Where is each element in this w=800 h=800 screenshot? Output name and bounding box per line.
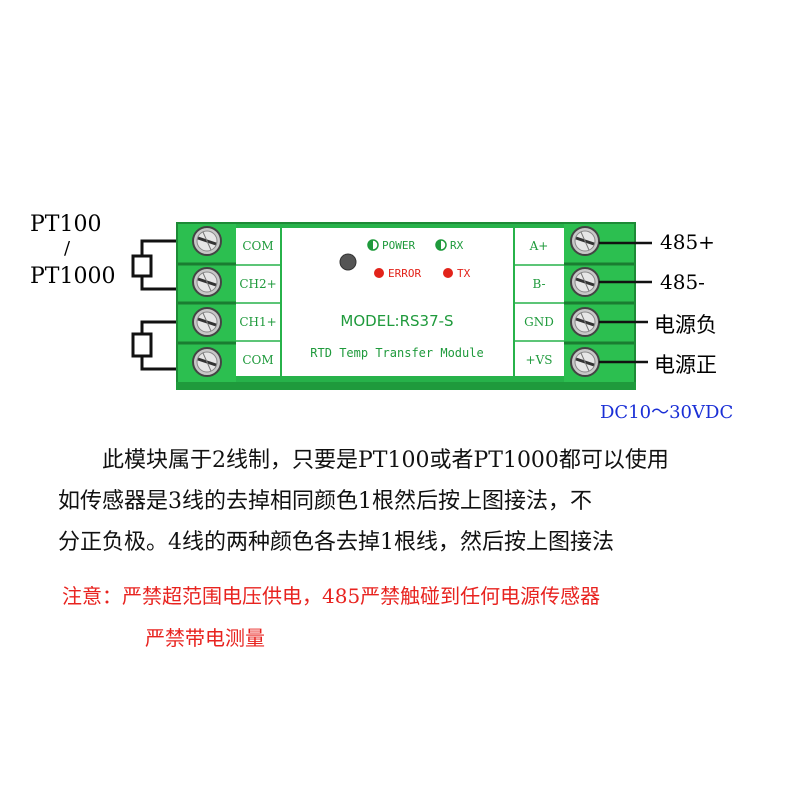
right-terminal-2: B-	[532, 277, 545, 291]
warning-line-1: 注意：严禁超范围电压供电，485严禁触碰到任何电源传感器	[62, 584, 601, 608]
tx-label: TX	[457, 267, 471, 280]
right-terminal-3: GND	[524, 315, 554, 329]
left-terminal-2: CH2+	[239, 277, 276, 291]
right-screws	[570, 226, 600, 377]
wire-label-485-minus: 485-	[660, 270, 705, 294]
left-screws	[192, 226, 222, 377]
error-led-icon	[374, 268, 384, 278]
sensor-wiring-top	[131, 239, 190, 291]
module-name: RTD Temp Transfer Module	[310, 346, 483, 360]
description-line-3: 分正负极。4线的两种颜色各去掉1根线，然后按上图接法	[58, 530, 614, 555]
sensor-label-top: PT100	[30, 212, 102, 237]
wire-label-485-plus: 485+	[660, 230, 715, 254]
power-label: POWER	[382, 239, 415, 252]
right-terminal-4: +VS	[526, 353, 553, 367]
output-wires	[599, 241, 652, 364]
rx-label: RX	[450, 239, 464, 252]
wire-label-power-negative: 电源负	[654, 313, 717, 337]
wiring-diagram: COM CH2+ CH1+ COM A+ B- GND +VS POWER RX…	[131, 222, 652, 390]
power-led-icon	[367, 239, 379, 251]
rx-led-icon	[435, 239, 447, 251]
tx-led-icon	[443, 268, 453, 278]
warning-line-2: 严禁带电测量	[145, 626, 265, 650]
supply-voltage: DC10～30VDC	[600, 402, 734, 423]
wire-label-power-positive: 电源正	[654, 353, 717, 377]
sensor-label-sep: /	[64, 238, 71, 259]
description-line-2: 如传感器是3线的去掉相同颜色1根然后按上图接法，不	[58, 489, 592, 514]
left-terminal-1: COM	[242, 239, 273, 253]
left-terminal-4: COM	[242, 353, 273, 367]
sensor-wiring-bottom	[131, 320, 190, 371]
sensor-label-bottom: PT1000	[30, 264, 116, 289]
label-panel	[236, 228, 564, 376]
led-window	[339, 253, 357, 271]
left-terminal-3: CH1+	[239, 315, 276, 329]
model-label: MODEL:RS37-S	[340, 312, 453, 330]
right-terminal-1: A+	[529, 239, 549, 253]
error-label: ERROR	[388, 267, 421, 280]
description-line-1: 此模块属于2线制，只要是PT100或者PT1000都可以使用	[102, 448, 669, 473]
